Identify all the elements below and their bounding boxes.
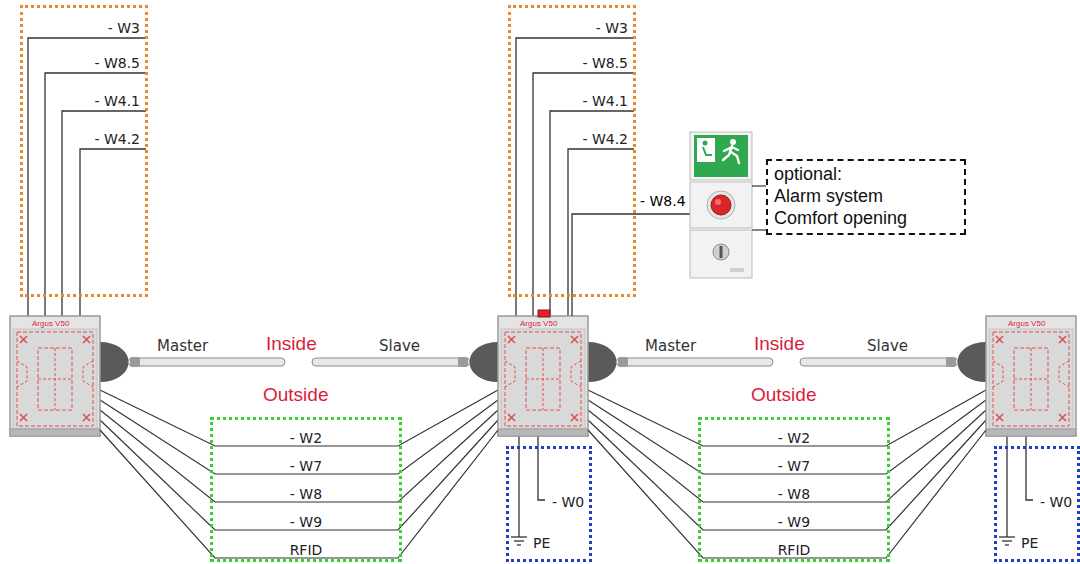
wire-label: - W4.1: [582, 93, 628, 109]
wire-label: - W8.5: [94, 55, 140, 71]
wire-label: - W4.1: [94, 93, 140, 109]
wire-label: - W0: [552, 494, 584, 510]
unit-name: Argus V50: [1008, 319, 1045, 328]
arm-label: Slave: [379, 338, 420, 355]
ground-group: - W0 PE: [994, 446, 1080, 562]
wire-label: - W4.2: [94, 131, 140, 147]
wire-label: - W7: [213, 458, 399, 474]
wire-label: PE: [533, 535, 550, 551]
cable-wire: [100, 430, 498, 558]
ground-group: - W0 PE: [506, 446, 592, 562]
note-text: optional:: [774, 163, 842, 185]
wire-group: - W3 - W8.5 - W4.1 - W4.2: [20, 5, 148, 297]
side-label: Outside: [751, 384, 816, 406]
sensor-unit: Argus V50: [986, 316, 1076, 436]
wire-label: - W4.2: [582, 131, 628, 147]
side-label: Inside: [754, 333, 805, 355]
wire-label: - W7: [701, 458, 887, 474]
wire-label: - W9: [701, 514, 887, 530]
wire-label: - W3: [108, 20, 140, 36]
note-box: optional:Alarm system Comfort opening: [766, 159, 966, 235]
wire-label: PE: [1021, 535, 1038, 551]
unit-name: Argus V50: [32, 319, 69, 328]
wire-group: - W3 - W8.5 - W4.1 - W4.2: [508, 5, 636, 297]
arm-label: Master: [157, 338, 208, 355]
wire-label: - W8: [213, 486, 399, 502]
wire-label: - W3: [596, 20, 628, 36]
arm-label: Slave: [867, 338, 908, 355]
cable-group: - W2 - W7 - W8 - W9 RFID: [210, 417, 402, 562]
side-label: Inside: [266, 333, 317, 355]
sensor-unit: Argus V50: [10, 316, 100, 436]
wire-label: RFID: [213, 542, 399, 558]
unit-name: Argus V50: [520, 319, 557, 328]
side-label: Outside: [263, 384, 328, 406]
wire-label: RFID: [701, 542, 887, 558]
sensor-unit: Argus V50: [498, 316, 588, 436]
wire-label: - W9: [213, 514, 399, 530]
arm-label: Master: [645, 338, 696, 355]
cable-group: - W2 - W7 - W8 - W9 RFID: [698, 417, 890, 562]
wire-label: - W2: [213, 430, 399, 446]
cable-wire: [588, 430, 986, 558]
wire-label: - W0: [1040, 494, 1072, 510]
wire-label: - W8.5: [582, 55, 628, 71]
wire-label: - W8.4: [640, 193, 686, 209]
wire-label: - W2: [701, 430, 887, 446]
wire-label: - W8: [701, 486, 887, 502]
note-text: Alarm system Comfort opening: [774, 185, 924, 229]
